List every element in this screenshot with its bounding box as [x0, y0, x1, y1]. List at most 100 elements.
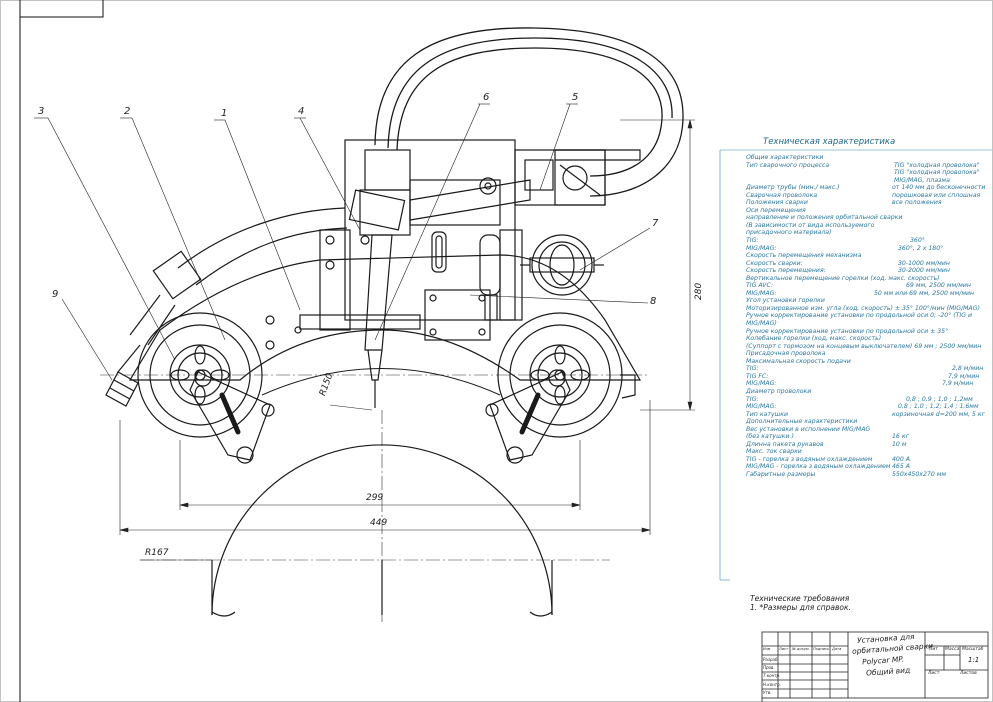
hose-connector: [105, 344, 141, 407]
spec-row-label: Скорость сварки:: [746, 259, 803, 267]
title-col-sign: Подпись: [813, 647, 830, 651]
spec-row: MIG/MAG: 7,9 м/мин: [746, 380, 986, 388]
spec-row: Положения сварки все положения: [746, 199, 986, 207]
spec-row-label: Ручное корректирование установки по прод…: [746, 312, 973, 320]
title-block: [761, 631, 989, 702]
spec-row-value: 0,8 ; 1,0 ; 1,2; 1,4 ; 1,6мм: [898, 403, 979, 411]
spec-row: Моторизированное изм. угла (ход, скорост…: [746, 305, 986, 313]
spec-row: Общие характеристики: [746, 154, 986, 162]
spec-row-label: MIG/MAG:: [746, 403, 777, 411]
spec-row-value: 10 м: [892, 440, 907, 448]
spec-row-label: MIG/MAG - горелка з водяным охлаждением: [746, 463, 891, 471]
spec-row: MIG/MAG, плазма: [746, 177, 986, 185]
spec-row-value: 360°: [910, 237, 925, 245]
spec-row: TIG FC: 7,9 м/мин: [746, 373, 986, 381]
callout-4: 4: [298, 106, 305, 117]
title-scale-value: 1:1: [968, 656, 980, 664]
welding-torch: [299, 149, 531, 408]
callout-9: 9: [52, 289, 59, 300]
spec-row-label: Присадочная проволока: [746, 350, 826, 358]
spec-row: TIG:2,8 м/мин: [746, 365, 986, 373]
spec-row-label: Сварочная проволока: [746, 191, 818, 199]
title-sheet: Лист: [928, 671, 940, 676]
spec-row: Ручное корректирование установки по прод…: [746, 312, 986, 320]
spec-row-value: 30-1000 мм/мин: [898, 259, 950, 267]
spec-row-label: Угол установки горелки: [746, 297, 825, 305]
pipe-outline: [211, 444, 553, 617]
spec-row-label: Макс. ток сварки: [746, 448, 802, 456]
spec-row-label: Колебание горелки (ход, макс. скорость): [746, 335, 882, 343]
spec-row-value: 7,9 м/мин: [942, 380, 974, 388]
spec-row-value: 400 A: [892, 455, 911, 463]
dim-299: 299: [366, 493, 384, 503]
dimension-lines: [119, 119, 695, 561]
spec-row: (без катушки )16 кг: [746, 433, 986, 441]
spec-row-label: Вертикальное перемещение горелки (ход, м…: [746, 274, 940, 282]
spec-row-label: Тип катушки: [746, 410, 789, 418]
spec-row: Габаритные размеры 550x450x270 мм: [746, 471, 986, 479]
requirements-title: Технические требования: [750, 594, 850, 603]
callout-7: 7: [652, 218, 659, 229]
spec-row: Сварочная проволока порошковая или сплошн…: [746, 192, 986, 200]
title-row-tkontr: Т.контр.: [763, 673, 781, 678]
spec-row-value: 69 мм, 2500 мм/мин: [906, 282, 971, 290]
spec-row-value: все положения: [892, 199, 942, 207]
title-row-nkontr: Н.контр.: [763, 682, 781, 687]
spec-row-value: TIG "холодная проволока": [894, 161, 980, 169]
spec-row-label: TIG - горелка з водяным охлаждением: [746, 455, 873, 463]
spec-row-label: Длинна пакета рукавов: [746, 440, 824, 448]
spec-row: TIG: 360°: [746, 237, 986, 245]
title-col-izm: Изм: [763, 647, 771, 651]
hose-loop: [374, 27, 684, 197]
spec-row-label: Вес установки в исполнении MIG/MAG: [746, 425, 871, 433]
spec-row-value: корзиночная d=200 мм, 5 кг: [892, 410, 985, 418]
spec-row-value: 50 мм или 69 мм, 2500 мм/мин: [874, 289, 975, 297]
spec-row-value: 550x450x270 мм: [892, 470, 947, 478]
spec-row-label: MIG/MAG): [746, 320, 777, 328]
spec-row: (В зависимости от вида используемого: [746, 222, 986, 230]
left-wheel: [137, 312, 275, 464]
spec-row-label: MIG/MAG:: [746, 380, 777, 388]
dim-r167: R167: [145, 548, 169, 558]
title-row-utv: Утв.: [763, 690, 772, 695]
spec-row: Вес установки в исполнении MIG/MAG: [746, 426, 986, 434]
spec-row: (Суппорт с тормозом на концевым выключат…: [746, 343, 986, 351]
spec-row: Скорость сварки: 30-1000 мм/мин: [746, 260, 986, 268]
spec-row-value: порошковая или сплошная: [892, 191, 981, 199]
spec-row: Максимальная скорость подачи: [746, 358, 986, 366]
spec-row-label: Общие характеристики: [746, 154, 824, 161]
spec-row-label: Положения сварки: [746, 199, 808, 207]
spec-row-label: TIG FC:: [746, 372, 769, 380]
callout-6: 6: [483, 92, 490, 103]
spec-row-label: Моторизированное изм. угла (ход, скорост…: [746, 304, 980, 312]
spec-row-value: 30-2000 мм/мин: [898, 267, 950, 275]
spec-row-value: 7,9 м/мин: [948, 372, 980, 380]
spec-row: Длинна пакета рукавов 10 м: [746, 441, 986, 449]
spec-row-label: Скорость перемещения:: [746, 267, 826, 275]
title-col-date: Дата: [832, 647, 842, 651]
spec-row: Макс. ток сварки: [746, 448, 986, 456]
spec-row: Скорость перемещения механизма: [746, 252, 986, 260]
title-lit-header: Лит: [929, 647, 938, 652]
spec-row-label: (В зависимости от вида используемого: [746, 221, 875, 229]
spec-row-label: TIG AVC:: [746, 282, 773, 290]
title-mass-header: Масса: [945, 647, 960, 652]
title-scale-header: Масштаб: [962, 647, 984, 652]
spec-row-label: TIG:: [746, 237, 759, 245]
title-sheets: Листов: [960, 671, 977, 676]
callout-8: 8: [650, 296, 657, 307]
spec-row-label: Скорость перемещения механизма: [746, 252, 862, 260]
spec-row: MIG/MAG): [746, 320, 986, 328]
spec-row-value: 465 A: [892, 463, 911, 471]
spec-row-label: Диаметр трубы (мин./ макс.): [746, 184, 840, 192]
callout-2: 2: [124, 106, 131, 117]
spec-row-label: Максимальная скорость подачи: [746, 357, 851, 365]
spec-row: Оси перемещения: [746, 207, 986, 215]
spec-row: MIG/MAG:360°, 2 x 180°: [746, 245, 986, 253]
spec-row-label: Габаритные размеры: [746, 470, 816, 478]
spec-row: Диаметр трубы (мин./ макс.)от 140 мм до …: [746, 184, 986, 192]
leader-lines: [34, 103, 651, 381]
